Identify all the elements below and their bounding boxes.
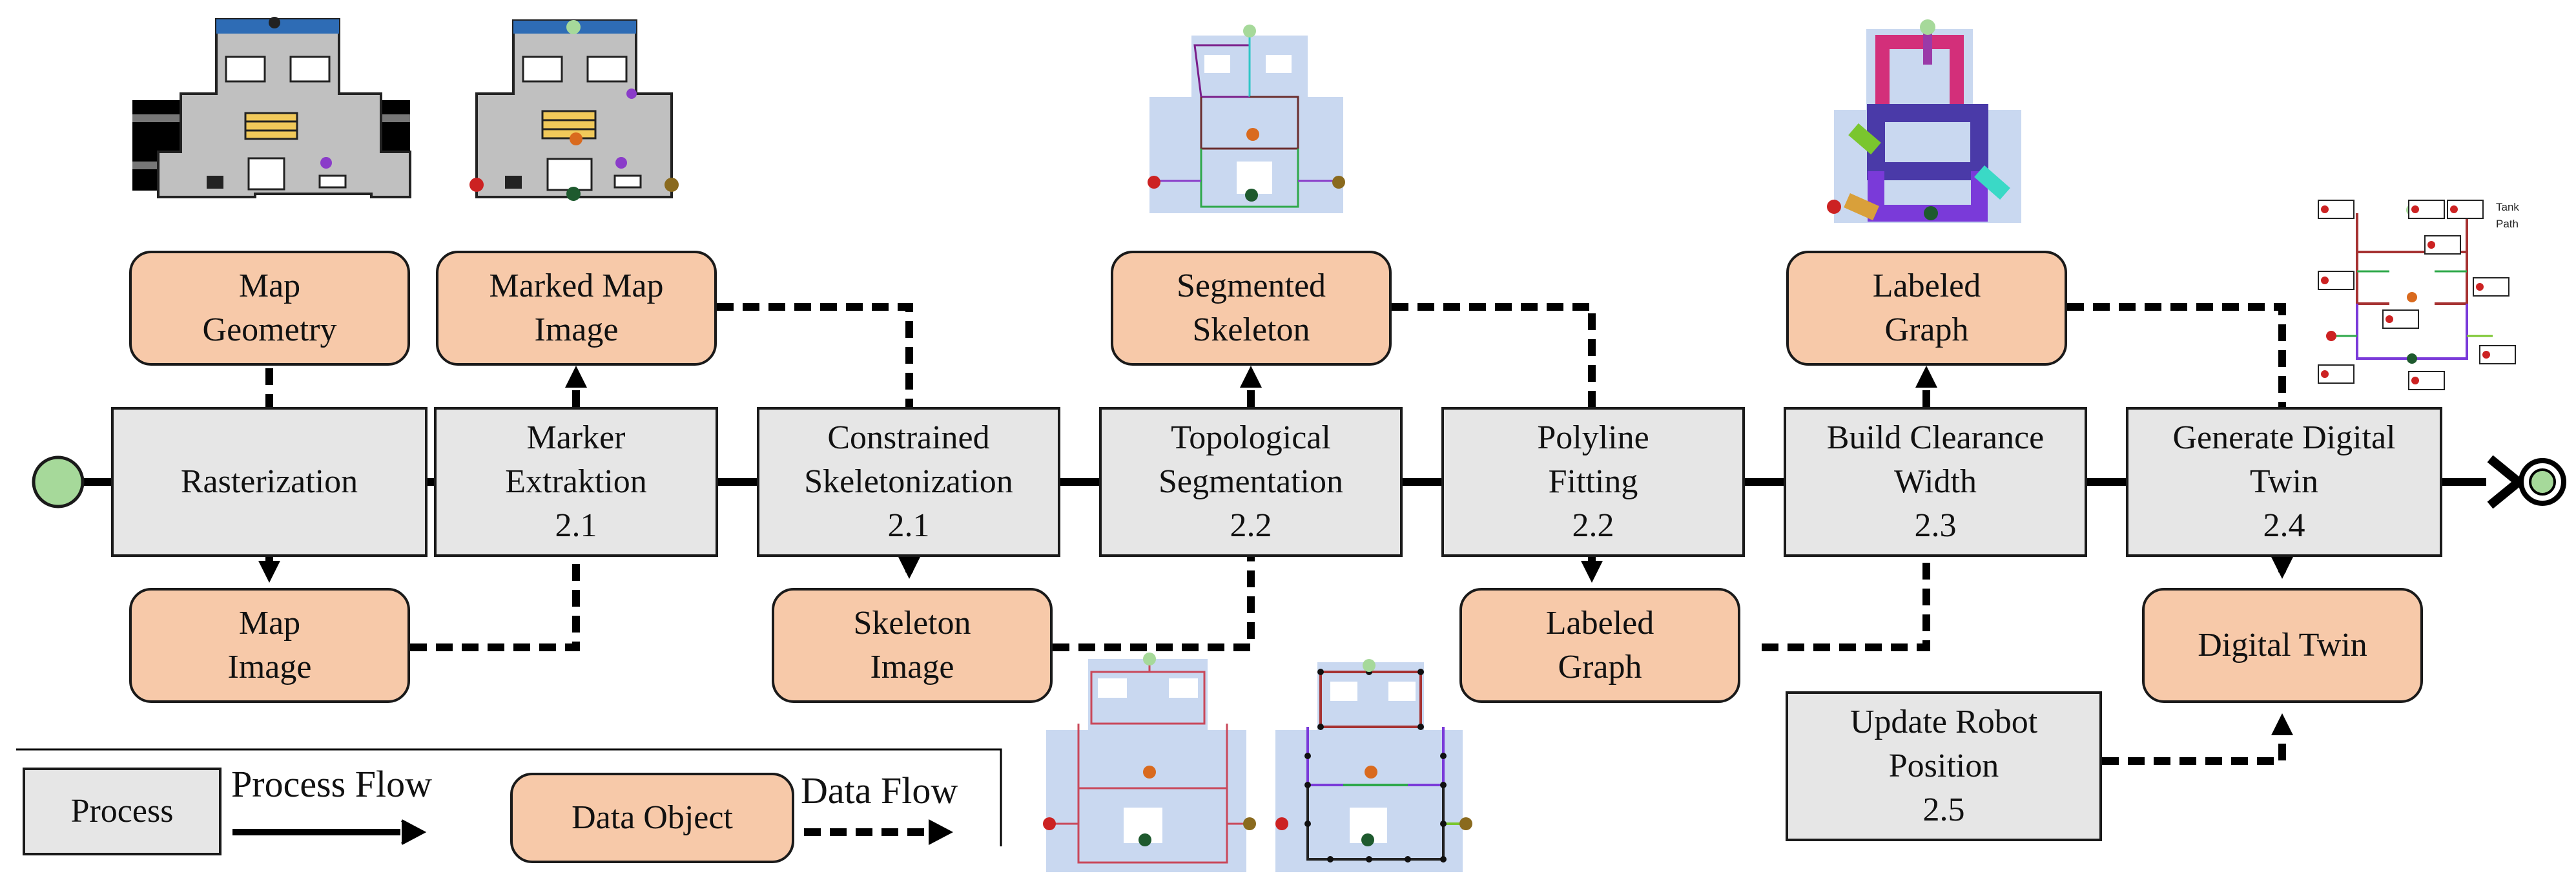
- flow-labeledgraph-to-twin: [2067, 303, 2286, 407]
- arrowhead: [1915, 366, 1937, 388]
- legend-data-flow-arrowhead: [929, 819, 953, 845]
- skeleton-image-thumbnail: [1043, 653, 1256, 872]
- process-rasterization: Rasterization: [111, 407, 428, 557]
- process-build-clearance-width: Build Clearance Width 2.3: [1784, 407, 2087, 557]
- data-labeled-graph-bottom: Labeled Graph: [1459, 588, 1740, 703]
- process-flow-end-arrowhead: [2487, 455, 2526, 509]
- flow-skeletonimage-to-segmentation: [1053, 557, 1255, 651]
- twin-label-tank: Tank: [2496, 201, 2519, 213]
- labeled-graph-thumbnail: [1827, 19, 2021, 223]
- legend-process-flow-label: Process Flow: [231, 763, 432, 805]
- end-node-inner: [2529, 468, 2556, 496]
- digital-twin-thumbnail: Tank Path: [2318, 200, 2519, 390]
- flow-markedmap-to-skeletonization: [717, 303, 913, 407]
- data-segmented-skeleton: Segmented Skeleton: [1111, 251, 1392, 366]
- flow-mapimage-to-marker: [410, 562, 580, 651]
- data-labeled-graph-top: Labeled Graph: [1786, 251, 2067, 366]
- process-marker-extraktion: Marker Extraktion 2.1: [434, 407, 718, 557]
- arrowhead: [1240, 366, 1262, 388]
- process-generate-digital-twin: Generate Digital Twin 2.4: [2126, 407, 2442, 557]
- legend-process-flow-arrowhead: [401, 819, 427, 845]
- segmented-skeleton-thumbnail: [1148, 25, 1345, 213]
- map-geometry-thumbnail: [132, 17, 411, 198]
- data-map-image: Map Image: [129, 588, 410, 703]
- flow-segmented-to-polyline: [1392, 303, 1596, 407]
- process-topological-segmentation: Topological Segmentation 2.2: [1099, 407, 1403, 557]
- labeled-graph-nodes-thumbnail: [1275, 659, 1472, 872]
- process-update-robot-position: Update Robot Position 2.5: [1786, 691, 2102, 841]
- arrowhead: [2271, 557, 2293, 579]
- process-polyline-fitting: Polyline Fitting 2.2: [1441, 407, 1745, 557]
- data-marked-map-image: Marked Map Image: [436, 251, 717, 366]
- data-map-geometry: Map Geometry: [129, 251, 410, 366]
- start-node: [32, 455, 85, 508]
- legend-frame: [16, 748, 1002, 846]
- legend-process-box: Process: [23, 768, 222, 855]
- twin-label-path: Path: [2496, 218, 2519, 230]
- legend-data-object-box: Data Object: [510, 773, 794, 863]
- arrowhead: [2271, 713, 2293, 735]
- flow-update-to-digitaltwin: [2102, 729, 2286, 765]
- marked-map-thumbnail: [469, 19, 679, 201]
- arrowhead: [898, 557, 920, 579]
- arrowhead: [1581, 561, 1603, 583]
- process-constrained-skeletonization: Constrained Skeletonization 2.1: [757, 407, 1060, 557]
- data-digital-twin: Digital Twin: [2142, 588, 2423, 703]
- arrowhead: [565, 366, 587, 388]
- arrowhead: [258, 561, 280, 583]
- data-skeleton-image: Skeleton Image: [772, 588, 1053, 703]
- flow-labeledgraph-to-clearance: [1762, 557, 1930, 651]
- legend-data-flow-label: Data Flow: [801, 769, 958, 811]
